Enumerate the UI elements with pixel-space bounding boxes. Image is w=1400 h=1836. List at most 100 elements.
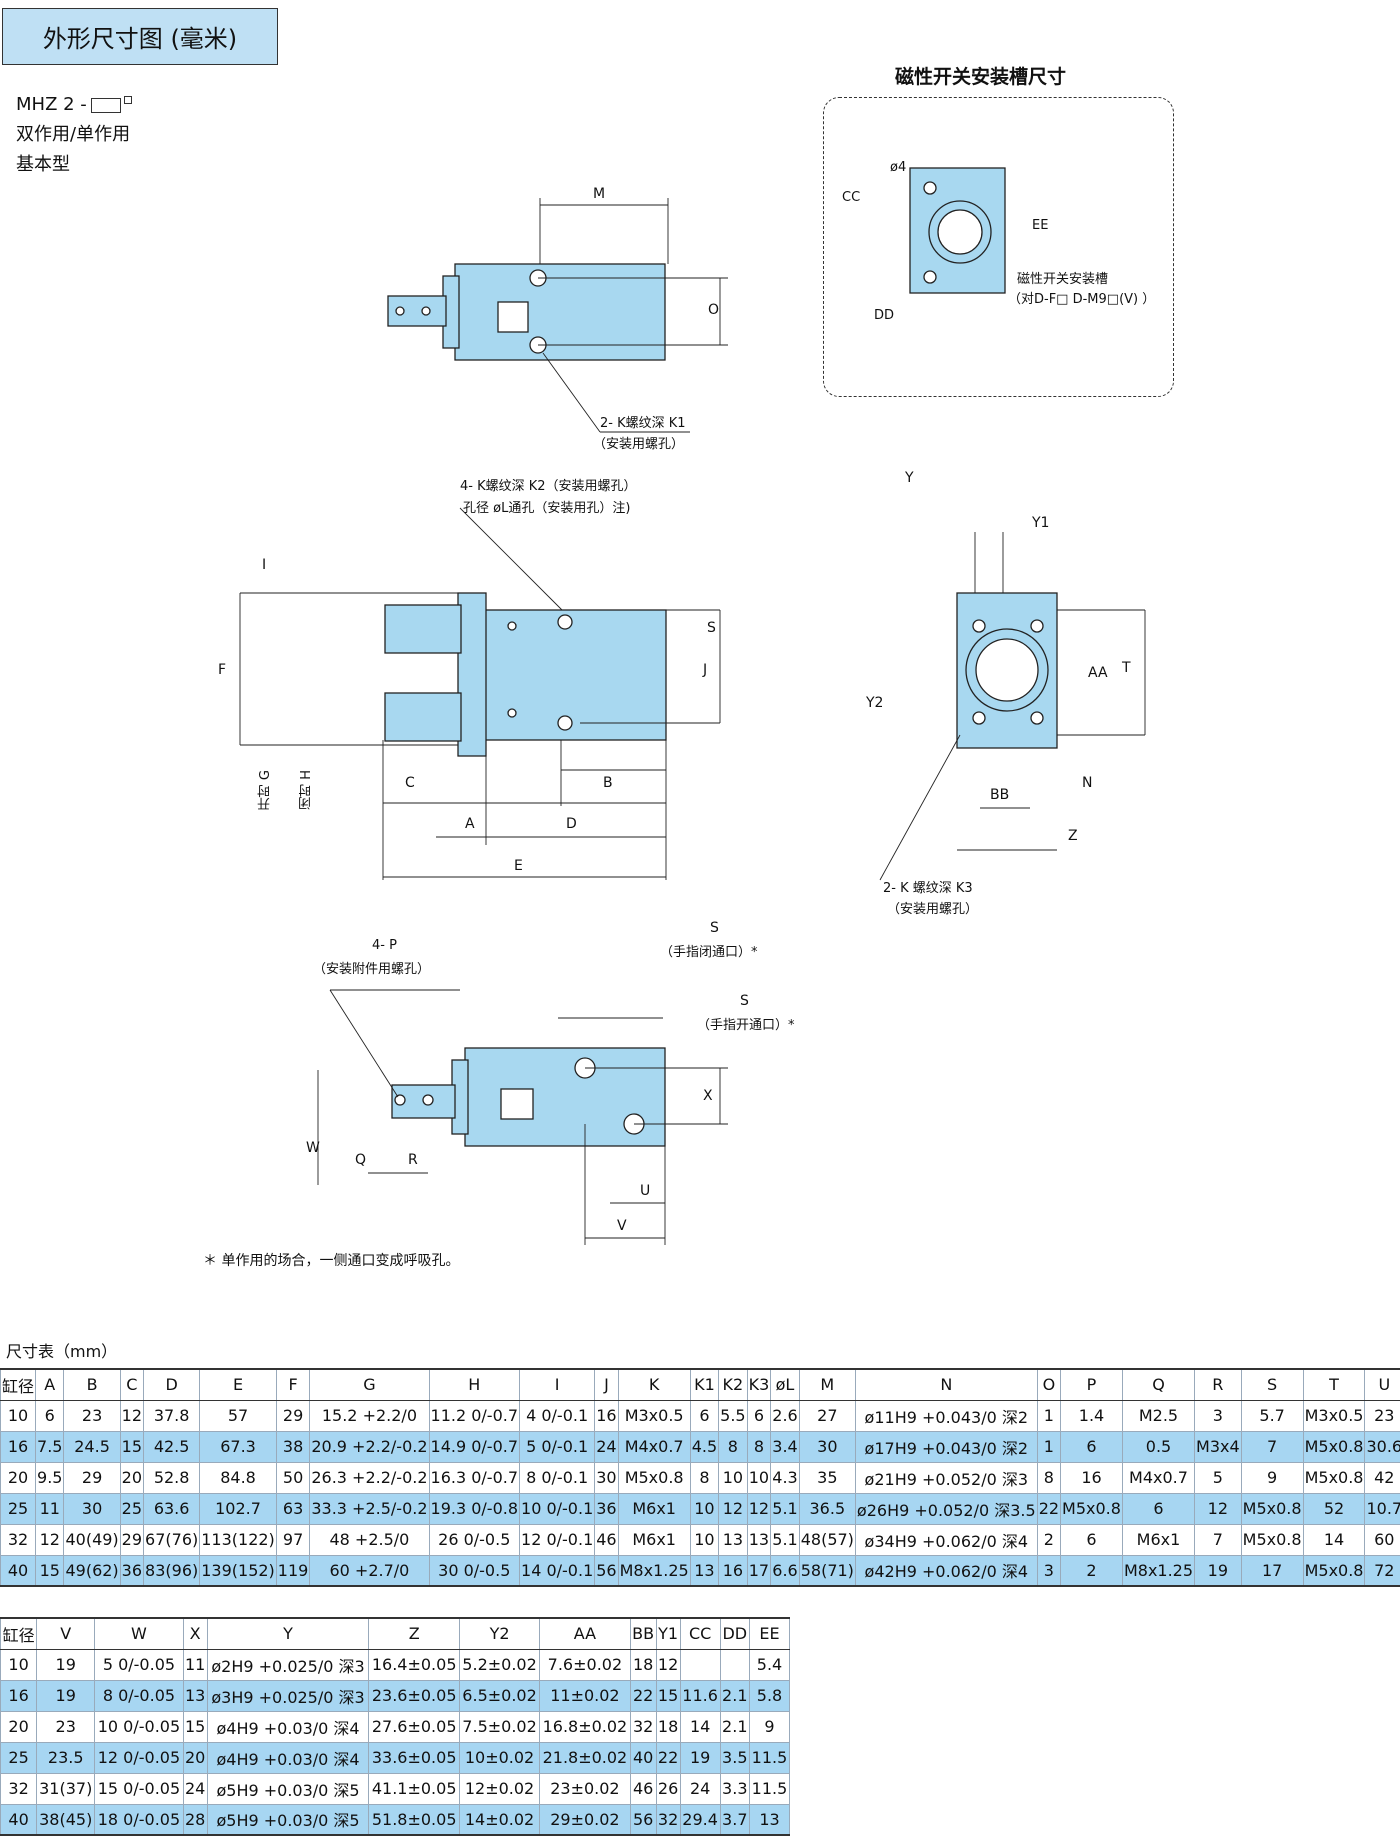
column-header: Y2 <box>458 1617 541 1650</box>
column-header: X <box>182 1617 208 1650</box>
table-cell: 28 <box>182 1803 208 1836</box>
table-cell: 60 +2.7/0 <box>309 1554 430 1587</box>
front-view-finger-lower <box>384 692 462 742</box>
table-cell: 119 <box>275 1554 311 1587</box>
top-view-finger-hole-1 <box>395 306 405 316</box>
table-cell: 27 <box>798 1399 856 1432</box>
table-cell: 8 0/-0.1 <box>519 1461 596 1494</box>
table-cell: 36 <box>594 1492 619 1525</box>
table-cell: ø3H9 +0.025/0 深3 <box>206 1679 370 1712</box>
table-cell: 24 <box>679 1772 721 1805</box>
table-cell: 21.8±0.02 <box>539 1741 631 1774</box>
table-cell <box>719 1648 750 1681</box>
table-cell: 58(71) <box>798 1554 856 1587</box>
front-view-hole-2 <box>557 715 573 731</box>
column-header: H <box>428 1368 521 1401</box>
dim-T: T <box>1122 660 1131 676</box>
table-cell: 5.7 <box>1240 1399 1304 1432</box>
port-S-open: S <box>740 993 749 1009</box>
table-cell: 5.8 <box>748 1679 791 1712</box>
table-cell: 18 <box>655 1710 681 1743</box>
table-cell: 25 <box>0 1741 38 1774</box>
front-view-hole-1 <box>557 614 573 630</box>
column-header: K <box>617 1368 691 1401</box>
table-cell: 12 0/-0.05 <box>94 1741 184 1774</box>
dim-G-open: 开时 G <box>258 770 273 811</box>
side-view-hole-4 <box>1030 711 1044 725</box>
table-cell: M3x0.5 <box>1302 1399 1366 1432</box>
table-cell: 13 <box>746 1523 772 1556</box>
table-cell: 12 <box>746 1492 772 1525</box>
table-cell: 12 <box>35 1523 65 1556</box>
table-cell: 67.3 <box>199 1430 277 1463</box>
table-cell: 29 <box>275 1399 311 1432</box>
table-cell: 30 <box>594 1461 619 1494</box>
table-cell: ø2H9 +0.025/0 深3 <box>206 1648 370 1681</box>
table-cell: 25 <box>119 1492 145 1525</box>
dim-Y: Y <box>905 470 914 486</box>
column-header: I <box>519 1368 596 1401</box>
model-action-type: 双作用/单作用 <box>16 124 131 145</box>
column-header: U <box>1364 1368 1400 1401</box>
table-cell: 27.6±0.05 <box>368 1710 460 1743</box>
table-cell: ø26H9 +0.052/0 深3.5 <box>854 1492 1038 1525</box>
k3-hole-note: （安装用螺孔） <box>887 902 979 917</box>
dim-A: A <box>465 816 475 832</box>
dim-Z: Z <box>1068 828 1078 844</box>
table-cell: 11.6 <box>679 1679 721 1712</box>
table-cell: 10 <box>689 1523 720 1556</box>
table-cell: 10 <box>746 1461 772 1494</box>
table-cell: 52 <box>1302 1492 1366 1525</box>
footnote: ＊ 单作用的场合，一侧通口变成呼吸孔。 <box>203 1253 460 1269</box>
table-cell: 19 <box>36 1679 96 1712</box>
table-cell: M3x0.5 <box>617 1399 691 1432</box>
column-header: P <box>1060 1368 1123 1401</box>
column-header: E <box>199 1368 277 1401</box>
table-cell: 57 <box>199 1399 277 1432</box>
table-cell: 6 <box>1060 1430 1123 1463</box>
table-cell: 8 <box>718 1430 748 1463</box>
table-cell: 3.3 <box>719 1772 750 1805</box>
dim-D: D <box>566 816 577 832</box>
dim-M: M <box>593 186 606 202</box>
k1-hole-note: （安装用螺孔） <box>593 437 685 452</box>
table-cell: 5.5 <box>718 1399 748 1432</box>
table-cell: 32 <box>629 1710 657 1743</box>
dim-I: I <box>262 557 267 573</box>
slot-view-bore-inner <box>937 209 983 255</box>
table-cell: 23 <box>1364 1399 1400 1432</box>
table-cell: 30.6 <box>1364 1430 1400 1463</box>
table-cell: 67(76) <box>143 1523 201 1556</box>
l-hole-label: 孔径 øL通孔（安装用孔）注) <box>463 501 631 516</box>
table-cell: ø4H9 +0.03/0 深4 <box>206 1710 370 1743</box>
table-cell: 7 <box>1240 1430 1304 1463</box>
column-header: D <box>143 1368 201 1401</box>
table-cell: 24 <box>594 1430 619 1463</box>
table-cell: 32 <box>0 1772 38 1805</box>
table-cell: 29 <box>63 1461 121 1494</box>
table-cell: 19 <box>679 1741 721 1774</box>
table-cell: 24.5 <box>63 1430 121 1463</box>
table-cell: 15 <box>655 1679 681 1712</box>
table-cell: ø34H9 +0.062/0 深4 <box>854 1523 1038 1556</box>
table-cell: 22 <box>629 1679 657 1712</box>
table-cell: ø5H9 +0.03/0 深5 <box>206 1772 370 1805</box>
table-cell: 38 <box>275 1430 311 1463</box>
table-cell: 26.3 +2.2/-0.2 <box>309 1461 430 1494</box>
table-cell: 37.8 <box>143 1399 201 1432</box>
table-cell: 4.5 <box>689 1430 720 1463</box>
column-header: G <box>309 1368 430 1401</box>
table-cell: 16 <box>0 1679 38 1712</box>
dim-Y1: Y1 <box>1032 515 1050 531</box>
table-cell: 49(62) <box>63 1554 121 1587</box>
column-header: K1 <box>689 1368 720 1401</box>
port-S-close: S <box>710 920 719 936</box>
column-header: Y <box>206 1617 370 1650</box>
table-cell: M5x0.8 <box>1302 1430 1366 1463</box>
table-cell: 16.3 0/-0.7 <box>428 1461 521 1494</box>
table-cell: 1 <box>1036 1399 1062 1432</box>
table-cell: 26 0/-0.5 <box>428 1523 521 1556</box>
dim-EE: EE <box>1032 218 1049 233</box>
